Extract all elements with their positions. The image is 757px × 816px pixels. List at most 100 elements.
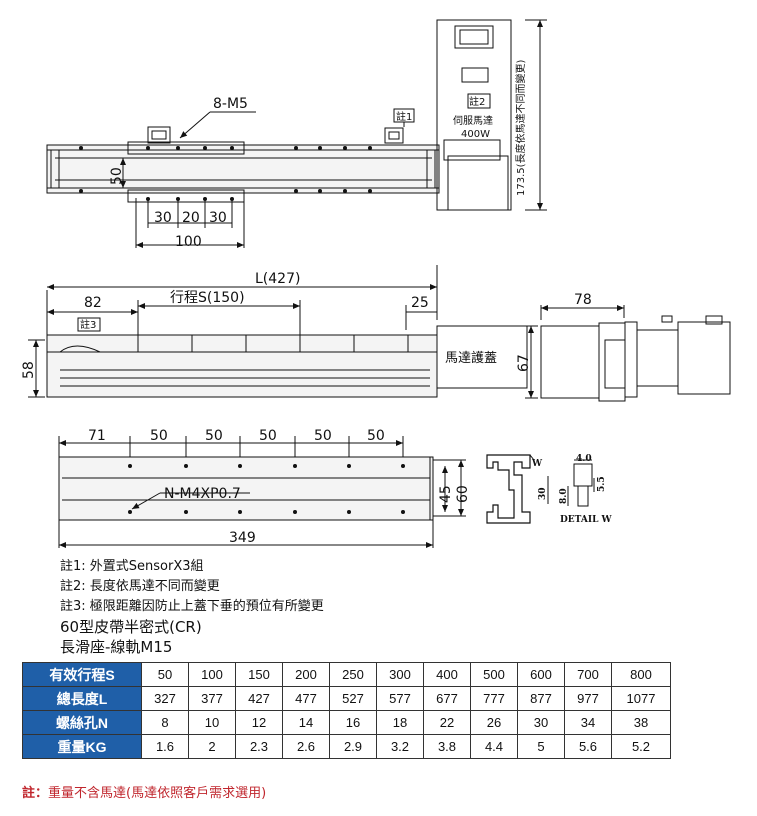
notes-block: 註1: 外置式SensorX3組 註2: 長度依馬達不同而變更 註3: 極限距離… [60, 557, 324, 657]
table-cell: 577 [376, 686, 424, 711]
spec-line-2: 長滑座-線軌M15 [60, 638, 173, 656]
side-stroke-label: 行程S(150) [170, 290, 245, 306]
row-header: 螺絲孔N [22, 710, 142, 735]
table-cell: 377 [188, 686, 236, 711]
top-height-label: 50 [109, 167, 125, 185]
detail-w-tag: W [531, 459, 543, 469]
table-cell: 500 [470, 662, 518, 687]
detail-dim-4: 4.0 [576, 454, 592, 464]
table-cell: 5.6 [564, 734, 612, 759]
spec-line-1: 60型皮帶半密式(CR) [60, 618, 202, 636]
table-cell: 34 [564, 710, 612, 735]
table-cell: 16 [329, 710, 377, 735]
table-cell: 300 [376, 662, 424, 687]
table-cell: 4.4 [470, 734, 518, 759]
top-spacing-3: 30 [209, 210, 227, 226]
table-cell: 700 [564, 662, 612, 687]
table-cell: 150 [235, 662, 283, 687]
table-cell: 2.3 [235, 734, 283, 759]
motor-length-label: 173.5(長度依馬達不同而變更) [514, 59, 527, 196]
side-height-label: 58 [21, 361, 37, 379]
footnote-text: 重量不含馬達(馬達依照客戶需求選用) [48, 786, 267, 801]
bottom-height-60: 60 [455, 485, 471, 503]
end-height-label: 67 [516, 354, 532, 372]
note1-tag: 註1 [396, 111, 412, 123]
table-cell: 22 [423, 710, 471, 735]
table-cell: 5.2 [611, 734, 671, 759]
table-cell: 50 [141, 662, 189, 687]
pitch-label-6: 50 [367, 428, 385, 444]
side-right-label: 25 [411, 295, 429, 311]
pitch-label-5: 50 [314, 428, 332, 444]
note-1: 註1: 外置式SensorX3組 [60, 559, 204, 574]
table-cell: 2.6 [282, 734, 330, 759]
detail-dim-8: 8.0 [559, 488, 569, 504]
bottom-holes-label: N-M4XP0.7 [164, 486, 241, 502]
top-holes-label: 8-M5 [213, 96, 248, 112]
table-cell: 3.8 [423, 734, 471, 759]
table-cell: 427 [235, 686, 283, 711]
table-cell: 38 [611, 710, 671, 735]
row-header: 重量KG [22, 734, 142, 759]
table-cell: 2 [188, 734, 236, 759]
top-width-label: 100 [175, 234, 202, 250]
detail-dim-30: 30 [538, 487, 548, 500]
table-cell: 8 [141, 710, 189, 735]
table-cell: 400 [423, 662, 471, 687]
table-cell: 100 [188, 662, 236, 687]
top-spacing-2: 20 [182, 210, 200, 226]
table-cell: 600 [517, 662, 565, 687]
row-header: 總長度L [22, 686, 142, 711]
table-cell: 12 [235, 710, 283, 735]
top-view [46, 19, 547, 248]
table-cell: 800 [611, 662, 671, 687]
top-spacing-1: 30 [154, 210, 172, 226]
table-cell: 777 [470, 686, 518, 711]
detail-label: DETAIL W [560, 515, 613, 525]
table-cell: 26 [470, 710, 518, 735]
note-3: 註3: 極限距離因防止上蓋下垂的預位有所變更 [60, 599, 324, 614]
motor-line2: 400W [461, 129, 490, 140]
table-cell: 327 [141, 686, 189, 711]
pitch-label-3: 50 [205, 428, 223, 444]
footnote: 註：重量不含馬達(馬達依照客戶需求選用) [22, 782, 266, 801]
table-cell: 3.2 [376, 734, 424, 759]
end-width-label: 78 [574, 292, 592, 308]
motor-note-tag: 註2 [469, 96, 485, 108]
table-cell: 10 [188, 710, 236, 735]
bottom-view [58, 436, 595, 548]
table-cell: 477 [282, 686, 330, 711]
bottom-height-45: 45 [438, 485, 454, 503]
table-cell: 2.9 [329, 734, 377, 759]
footnote-tag: 註： [22, 786, 49, 801]
detail-dim-5-5: 5.5 [597, 476, 607, 492]
table-cell: 250 [329, 662, 377, 687]
side-view [28, 265, 731, 402]
table-cell: 677 [423, 686, 471, 711]
table-cell: 527 [329, 686, 377, 711]
row-header: 有效行程S [22, 662, 142, 687]
side-left-label: 82 [84, 295, 102, 311]
note3-tag: 註3 [80, 319, 96, 331]
pitch-label-2: 50 [150, 428, 168, 444]
technical-drawing: 8-M5 50 30 20 30 100 註1 註2 伺服馬達 400W 173… [21, 19, 731, 548]
table-cell: 200 [282, 662, 330, 687]
table-cell: 877 [517, 686, 565, 711]
table-cell: 14 [282, 710, 330, 735]
table-cell: 1077 [611, 686, 671, 711]
table-cell: 18 [376, 710, 424, 735]
table-cell: 5 [517, 734, 565, 759]
note-2: 註2: 長度依馬達不同而變更 [60, 579, 220, 594]
pitch-label-1: 71 [88, 428, 106, 444]
table-cell: 1.6 [141, 734, 189, 759]
motor-cover-label: 馬達護蓋 [445, 350, 497, 366]
side-total-label: L(427) [255, 271, 300, 287]
bottom-length-label: 349 [229, 530, 256, 546]
motor-line1: 伺服馬達 [453, 114, 493, 127]
table-cell: 977 [564, 686, 612, 711]
